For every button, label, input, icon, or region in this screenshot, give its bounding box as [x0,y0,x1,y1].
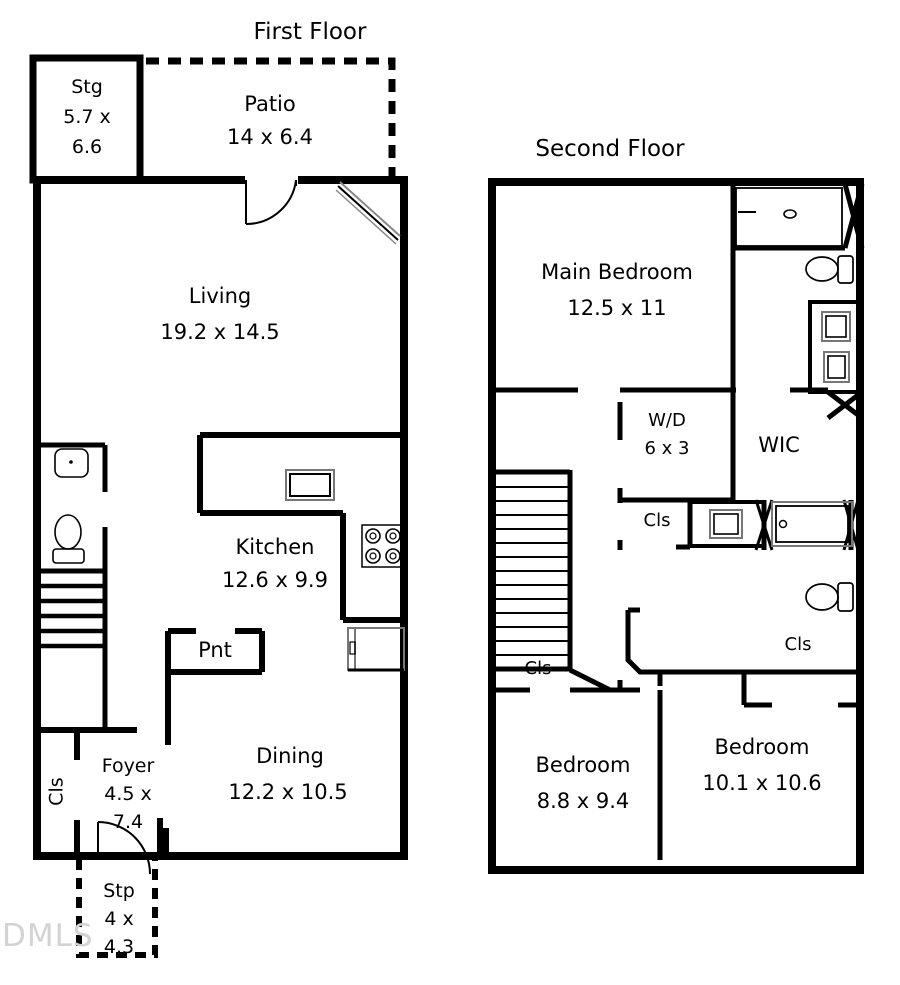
stp-room-name: Stp [103,880,135,902]
stp-dashed-outline [76,859,158,958]
double-vanity-icon [808,300,864,394]
dmls-watermark: DMLS [2,918,94,954]
bifold-door-icon-top [842,183,865,249]
dining-room-name: Dining [256,744,324,768]
stg-room-name: Stg [71,76,103,98]
bedroom2-room-dimensions: 8.8 x 9.4 [536,789,630,813]
dining-room-dimensions: 12.2 x 10.5 [228,780,348,804]
bedroom2-room-name: Bedroom [535,753,631,777]
main-bath-walls [730,186,845,388]
toilet-icon-hall-bath [805,582,854,612]
stg-room-dimensions-line2: 6.6 [71,136,103,158]
bifold-door-icon-mid [790,387,864,420]
stp-room-dimensions-line2: 4.3 [103,936,135,958]
second-floor-exterior-walls [488,178,864,874]
second-floor-title: Second Floor [535,136,685,162]
kitchen-counter-walls [197,432,404,623]
toilet-icon-main-bath [805,255,854,284]
range-icon [361,524,405,568]
sink-icon [54,448,89,478]
cls-bedroom3-walls [741,672,860,708]
wd-room-dimensions: 6 x 3 [644,438,690,459]
bathtub-icon [735,187,843,247]
stp-room-dimensions-line1: 4 x [104,908,134,930]
foyer-walls [37,727,163,856]
main-bedroom-room-dimensions: 12.5 x 11 [567,296,667,320]
patio-room-dimensions: 14 x 6.4 [227,125,313,149]
foyer-room-dimensions-line1: 4.5 x [104,783,152,805]
bedroom3-room-dimensions: 10.1 x 10.6 [702,771,822,795]
kitchen-sink-icon [285,469,335,501]
kitchen-room-dimensions: 12.6 x 9.9 [222,568,328,592]
first-floor-exterior-walls [33,176,408,860]
patio-door-swing-icon [245,179,297,226]
cls-hall-room-name: Cls [643,510,671,531]
wd-room-name: W/D [648,410,686,431]
patio-dashed-outline [146,57,396,180]
cls-stairs-room-name: Cls [524,658,552,679]
patio-room-name: Patio [244,92,296,116]
foyer-room-dimensions-line2: 7.4 [112,811,144,833]
front-door-swing-icon [97,821,151,875]
sliding-door-icon [335,181,401,245]
pnt-walls [165,628,265,745]
vanity-icon [688,500,766,548]
pnt-room-name: Pnt [198,638,232,662]
refrigerator-icon [347,627,405,672]
main-bedroom-room-name: Main Bedroom [541,260,693,284]
cls-bedroom3-room-name: Cls [784,634,812,655]
foyer-room-name: Foyer [101,755,155,777]
living-room-dimensions: 19.2 x 14.5 [160,320,280,344]
stairs-icon [37,568,108,730]
wic-room-name: WIC [758,433,800,457]
bathtub-icon-hall [771,501,853,547]
stairs-icon-second-floor [496,469,612,693]
toilet-icon [52,514,85,564]
cls-foyer-room-name: Cls [45,777,68,806]
kitchen-room-name: Kitchen [235,535,315,559]
stg-room-dimensions-line1: 5.7 x [63,106,111,128]
first-floor-title: First Floor [253,19,367,45]
living-room-name: Living [188,284,252,308]
bedroom3-room-name: Bedroom [714,735,810,759]
